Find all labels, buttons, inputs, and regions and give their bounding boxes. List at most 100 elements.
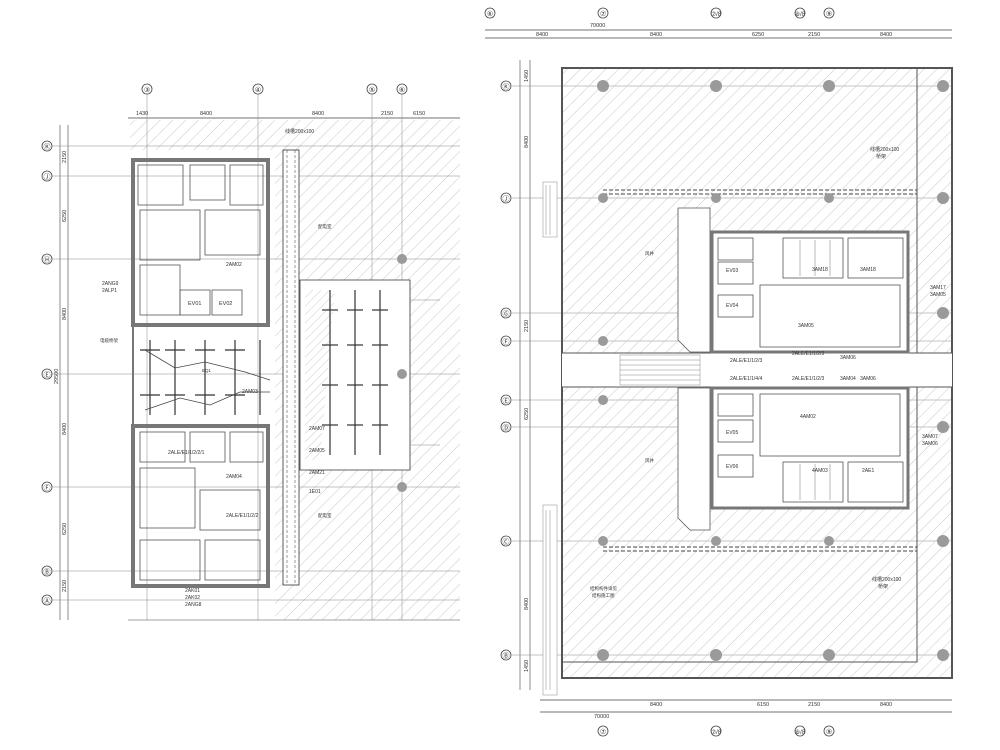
label-2ale-r3: 2ALE/E1/1/4/4 [730,376,762,382]
left-top-dim-5: 6150 [413,111,425,117]
elevator-ev03: EV03 [726,268,738,274]
label-2ale-r2: 2ALE/E1/1/2/3 [792,351,824,357]
label-tray-note: 电缆桥架 [100,337,118,344]
label-3am17: 3AM17 [930,285,946,291]
left-lower-core-rooms [139,431,264,581]
left-floor-plan: ③ ④ ⑤ ⑥ 1430 8400 8400 2150 6150 Ⓚ Ⓙ [41,83,460,621]
label-shaft-a: 风井 [645,250,654,257]
left-axis-a: Ⓚ [44,143,51,151]
right-corridor-stair [619,354,701,386]
right-side-dim-2: 8400 [524,136,530,148]
right-top-dim-4: 2150 [808,32,820,38]
left-panel-labels: 2ANG9 2ALP1 2AM02 2AM03 2AM07 2AM05 2AM0… [100,223,332,608]
left-vertical-cable-tray [282,149,300,586]
right-lower-core [710,386,910,510]
right-axis-6: Ⓓ [503,424,510,432]
label-2ae1: 2AE1 [862,468,874,474]
left-wiring-run-2 [144,391,270,411]
left-top-dimensions: 1430 8400 8400 2150 6150 [136,111,425,117]
left-open-area [140,340,261,415]
label-2ak01: 2AK01 [185,588,200,594]
left-top-dim-4: 2150 [381,111,393,117]
right-bottom-dim-4: 8400 [880,702,892,708]
right-axis-4: Ⓕ [503,338,510,346]
right-columns [597,80,949,661]
left-axis-f: Ⓑ [44,568,51,576]
right-top-dim-2: 8400 [650,32,662,38]
left-axis-d: Ⓔ [44,371,51,379]
left-top-dim-2: 8400 [200,111,212,117]
left-side-axis-markers: Ⓚ Ⓙ Ⓗ Ⓔ Ⓕ Ⓑ Ⓐ [41,125,460,620]
right-side-dimensions: 1450 8400 2150 6250 8400 1450 [524,70,530,672]
left-top-axis-2: ④ [255,86,261,94]
right-bottom-total: 70000 [594,714,609,720]
label-3am18-b: 3AM18 [860,267,876,273]
label-2am02: 2AM02 [226,262,242,268]
label-4am03: 4AM03 [812,468,828,474]
label-shaft-b: 风井 [645,457,654,464]
label-2ak02: 2AK02 [185,595,200,601]
left-axis-c: Ⓗ [44,256,51,264]
label-2am03: 2AM03 [242,389,258,395]
label-2ang9: 2ANG9 [102,281,119,287]
label-2ale-1: 2ALE/E1/1/2/2/1 [168,450,205,456]
left-wiring-run-1 [144,349,271,381]
label-2alp1: 2ALP1 [102,288,117,294]
left-side-dim-4: 29500 [54,369,60,384]
label-2am21: 2AM21 [309,470,325,476]
right-side-dim-1: 1450 [524,70,530,82]
right-top-dim-5: 8400 [880,32,892,38]
label-4am02: 4AM02 [800,414,816,420]
label-3am06-a: 3AM06 [922,441,938,447]
label-3am05-b: 3AM05 [798,323,814,329]
left-side-dim-3: 8400 [62,308,68,320]
right-bottom-dimensions: 8400 6150 2150 8400 70000 [540,699,952,720]
left-side-dim-7: 2150 [62,580,68,592]
right-axis-5: Ⓔ [503,397,510,405]
left-right-wing [299,279,440,471]
right-panel-labels: 3AM17 3AM05 3AM07 3AM06 3AM18 3AM18 3AM0… [590,250,946,599]
label-2ale-r1: 2ALE/E1/1/2/3 [730,358,762,364]
left-hatch-band [130,120,460,150]
right-atrium-bottom [677,387,711,531]
label-eq1: EQ1 [202,368,212,373]
label-note-2: 结构施工图 [592,592,615,599]
right-top-axis-4: ⑧/8 [795,11,806,18]
elevator-ev04: EV04 [726,303,738,309]
right-bottom-axis-2: ⑦/8 [711,729,722,736]
left-side-dim-2: 6250 [62,210,68,222]
label-3am04: 3AM04 [840,376,856,382]
right-bottom-axis-markers: ⑦ ⑦/8 ⑧/8 ⑨ [597,725,835,737]
right-bottom-dim-1: 8400 [650,702,662,708]
right-top-axis-3: ⑦/8 [711,11,722,18]
left-axis-e: Ⓕ [44,484,51,492]
right-bottom-axis-3: ⑧/8 [795,729,806,736]
right-axis-3: Ⓖ [503,310,510,318]
label-3am05-a: 3AM05 [930,292,946,298]
label-3am07: 3AM07 [922,434,938,440]
right-tray-bottom-sub: 桥架 [878,583,888,590]
label-room-a: 配电室 [318,223,332,230]
left-top-axis-1: ③ [144,86,150,94]
label-2ang8: 2ANG8 [185,602,202,608]
left-side-dim-5: 8400 [62,423,68,435]
left-axis-g: Ⓐ [44,597,51,605]
elevator-ev06: EV06 [726,464,738,470]
right-top-axis-5: ⑨ [826,11,832,18]
right-tray-top-label: 线槽200x100 [870,146,899,153]
right-atrium-top [677,207,711,353]
elevator-ev01: EV01 [188,301,201,307]
right-top-total: 70000 [590,23,605,29]
right-tray-top-sub: 桥架 [876,153,886,160]
right-side-dim-3: 2150 [524,320,530,332]
right-dashed-trays [603,189,917,552]
right-bottom-dim-2: 6150 [757,702,769,708]
left-side-dim-1: 2150 [62,151,68,163]
left-top-axis-4: ⑥ [399,86,405,94]
right-top-dim-3: 6250 [752,32,764,38]
label-3am06-c: 3AM06 [860,376,876,382]
left-axis-b: Ⓙ [44,173,51,181]
right-bottom-axis-1: ⑦ [600,728,606,736]
left-columns [397,254,407,492]
